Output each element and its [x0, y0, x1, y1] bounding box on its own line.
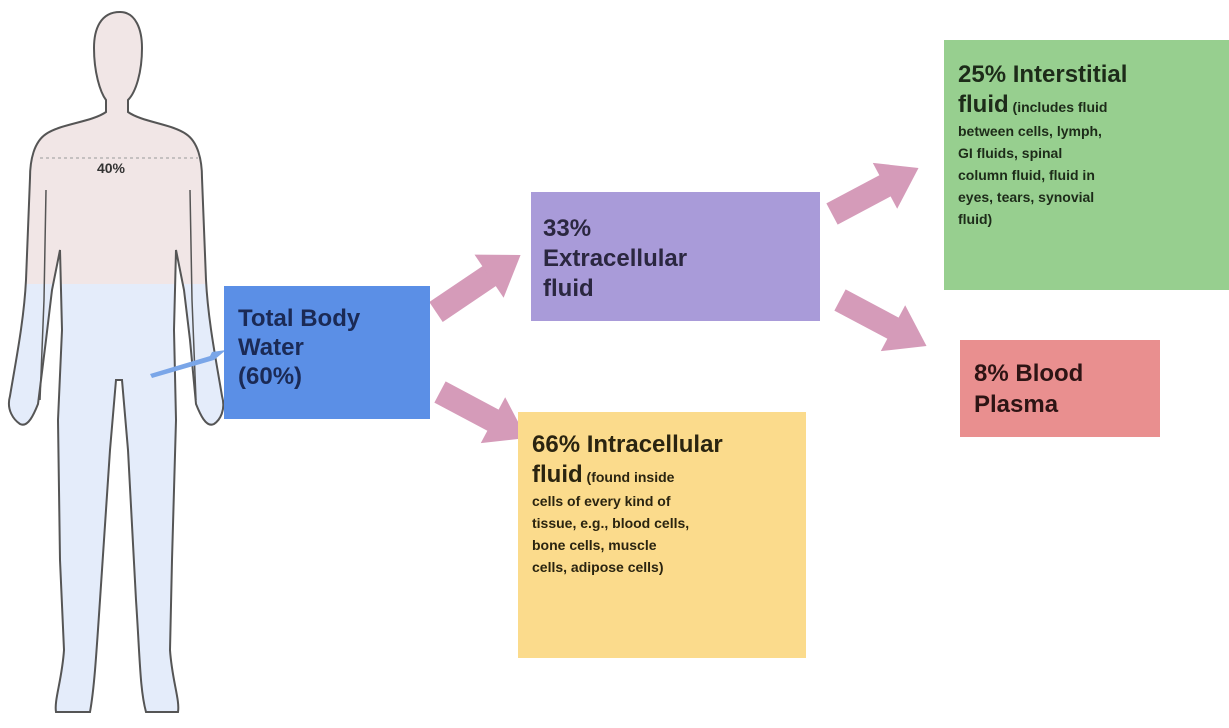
intracellular-detail-2: tissue, e.g., blood cells,	[532, 515, 690, 531]
interstitial-detail-3: column fluid, fluid in	[958, 167, 1095, 183]
body-lower-fill	[8, 284, 224, 712]
plasma-line-2: Plasma	[974, 391, 1059, 418]
body-percent-label: 40%	[96, 160, 126, 176]
intracellular-heading: 66% Intracellular	[532, 431, 723, 458]
intracellular-fluid-box: 66% Intracellular fluid (found inside ce…	[518, 412, 806, 658]
plasma-line-1: 8% Blood	[974, 360, 1084, 387]
total-line-3: (60%)	[238, 363, 303, 390]
interstitial-fluid-box: 25% Interstitial fluid (includes fluid b…	[944, 40, 1229, 290]
total-body-water-box: Total Body Water (60%)	[224, 286, 430, 419]
interstitial-detail-1: between cells, lymph,	[958, 123, 1102, 139]
extracellular-line-1: 33%	[543, 215, 592, 242]
interstitial-detail-4: eyes, tears, synovial	[958, 189, 1095, 205]
intracellular-detail-3: bone cells, muscle	[532, 537, 657, 553]
left-arm-line	[39, 189, 47, 401]
right-arm-line	[189, 189, 197, 401]
arrow-extracellular-to-interstitial	[826, 162, 919, 225]
total-line-2: Water	[238, 334, 304, 361]
interstitial-heading: 25% Interstitial	[958, 61, 1128, 88]
extracellular-line-2: Extracellular	[543, 245, 688, 272]
intracellular-detail-4: cells, adipose cells)	[532, 559, 664, 575]
total-line-1: Total Body	[238, 305, 361, 332]
extracellular-fluid-box: 33% Extracellular fluid	[531, 192, 820, 321]
intracellular-heading-fluid: fluid	[532, 461, 583, 488]
arrow-total-to-extracellular	[429, 254, 521, 322]
intracellular-detail-inline: (found inside	[586, 469, 675, 485]
interstitial-detail-5: fluid)	[958, 211, 993, 227]
interstitial-detail-2: GI fluids, spinal	[958, 145, 1063, 161]
water-pointer	[150, 350, 226, 378]
human-body-figure	[8, 10, 226, 713]
extracellular-line-3: fluid	[543, 275, 594, 302]
arrow-extracellular-to-plasma	[834, 289, 927, 352]
interstitial-heading-fluid: fluid	[958, 91, 1009, 118]
blood-plasma-box: 8% Blood Plasma	[960, 340, 1160, 437]
body-outline	[8, 10, 225, 713]
intracellular-detail-1: cells of every kind of	[532, 493, 671, 509]
interstitial-detail-inline: (includes fluid	[1012, 99, 1108, 115]
